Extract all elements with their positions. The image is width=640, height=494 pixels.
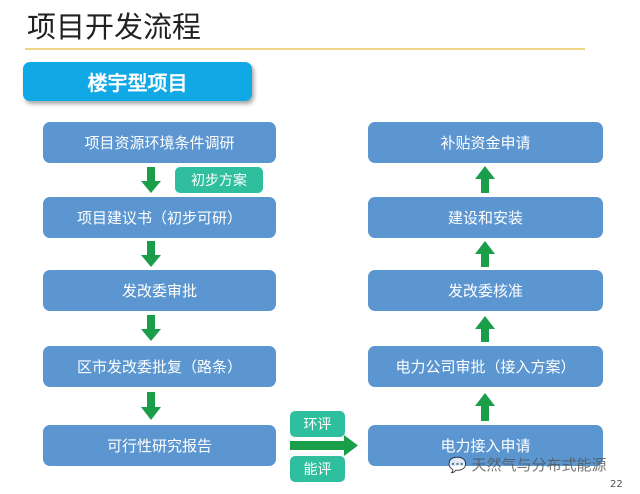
up-arrow-icon [475,316,495,342]
right-step-2: 建设和安装 [368,197,603,238]
left-step-4: 区市发改委批复（路条） [43,346,276,387]
left-step-3: 发改委审批 [43,270,276,311]
right-step-4: 电力公司审批（接入方案） [368,346,603,387]
down-arrow-icon [141,241,161,267]
up-arrow-icon [475,241,495,267]
left-step-2: 项目建议书（初步可研） [43,197,276,238]
tag-environmental-assessment: 环评 [290,411,345,437]
right-step-5: 电力接入申请 [368,425,603,466]
page-number: 22 [610,479,623,490]
right-arrow-icon [290,435,358,456]
up-arrow-icon [475,166,495,193]
watermark-text: 天然气与分布式能源 [471,456,607,474]
up-arrow-icon [475,393,495,421]
right-step-1: 补贴资金申请 [368,122,603,163]
wechat-icon: 💬 [448,456,467,474]
down-arrow-icon [141,392,161,420]
right-step-3: 发改委核准 [368,270,603,311]
tag-energy-assessment: 能评 [290,456,345,482]
page-title: 项目开发流程 [27,10,202,44]
title-divider [25,48,585,50]
down-arrow-icon [141,315,161,341]
down-arrow-icon [141,167,161,193]
tag-preliminary-plan: 初步方案 [175,167,263,193]
category-header: 楼宇型项目 [23,62,252,101]
left-step-5: 可行性研究报告 [43,425,276,466]
left-step-1: 项目资源环境条件调研 [43,122,276,163]
watermark: 💬 天然气与分布式能源 [448,454,606,475]
